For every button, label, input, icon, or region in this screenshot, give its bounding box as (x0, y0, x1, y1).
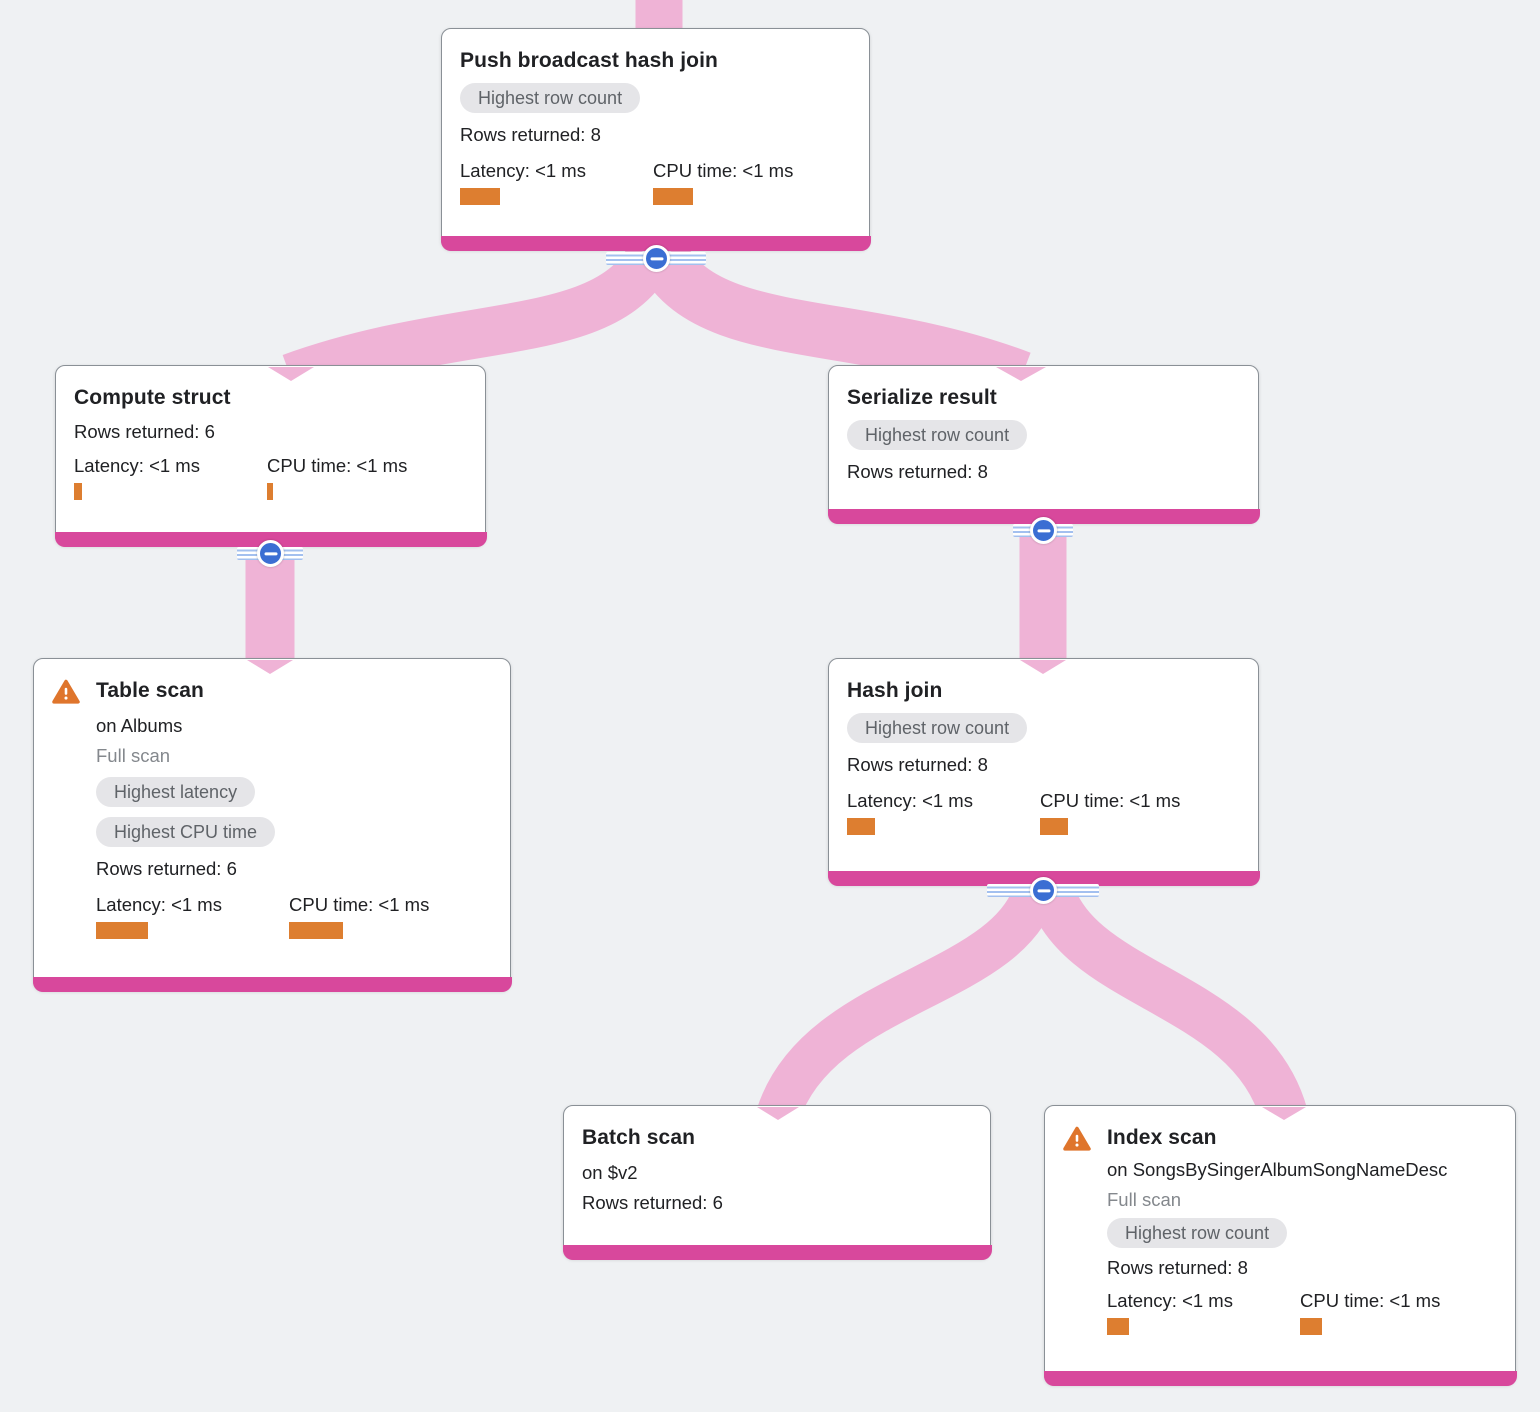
node-table-scan[interactable]: Table scan on Albums Full scan Highest l… (32, 658, 512, 992)
cpu-time-bar (1300, 1318, 1322, 1335)
latency-label: Latency: <1 ms (460, 160, 586, 181)
link-hash-join-to-batch-scan (757, 879, 1059, 1123)
scan-type-label: Full scan (1107, 1189, 1182, 1210)
link-hash-join-to-index-scan (1025, 878, 1308, 1123)
node-title: Hash join (847, 679, 943, 702)
latency-bar (847, 818, 875, 835)
latency-label: Latency: <1 ms (96, 894, 222, 915)
badge-highest-latency: Highest latency (96, 777, 256, 807)
node-title: Index scan (1107, 1126, 1217, 1149)
cpu-time-bar (267, 483, 273, 500)
warning-icon (52, 679, 80, 704)
node-accent-bar (827, 508, 1260, 524)
link-root-to-compute-struct (282, 243, 673, 402)
cpu-time-bar (289, 922, 343, 939)
badge-highest-row-count: Highest row count (847, 713, 1028, 743)
node-title: Table scan (96, 679, 204, 702)
cpu-time-label: CPU time: <1 ms (289, 894, 430, 915)
cpu-time-bar (653, 188, 693, 205)
minus-icon (264, 551, 277, 556)
rows-returned-label: Rows returned: 6 (96, 858, 237, 879)
cpu-time-label: CPU time: <1 ms (267, 455, 408, 476)
node-accent-bar (562, 1244, 992, 1260)
badge-highest-cpu-time: Highest CPU time (96, 817, 276, 847)
node-index-scan[interactable]: Index scan on SongsBySingerAlbumSongName… (1043, 1105, 1517, 1386)
node-title: Batch scan (582, 1126, 696, 1149)
cpu-time-label: CPU time: <1 ms (1300, 1290, 1441, 1311)
node-title: Push broadcast hash join (460, 49, 718, 72)
warning-icon (1063, 1126, 1091, 1151)
latency-bar (96, 922, 148, 939)
node-subtitle: on SongsBySingerAlbumSongNameDesc (1107, 1159, 1448, 1180)
cpu-time-label: CPU time: <1 ms (1040, 790, 1181, 811)
node-title: Compute struct (74, 386, 231, 409)
minus-icon (1037, 528, 1050, 533)
latency-bar (1107, 1318, 1129, 1335)
node-subtitle: on Albums (96, 715, 183, 736)
badge-highest-row-count: Highest row count (1107, 1218, 1288, 1248)
badge-highest-row-count: Highest row count (847, 420, 1028, 450)
latency-bar (74, 483, 82, 500)
collapse-button-compute-struct[interactable] (257, 540, 284, 567)
latency-label: Latency: <1 ms (847, 790, 973, 811)
rows-returned-label: Rows returned: 8 (1107, 1257, 1248, 1278)
node-accent-bar (32, 976, 512, 992)
rows-returned-label: Rows returned: 6 (582, 1192, 723, 1213)
node-hash-join[interactable]: Hash join Highest row count Rows returne… (827, 658, 1260, 886)
node-serialize-result[interactable]: Serialize result Highest row count Rows … (827, 365, 1260, 524)
badge-highest-row-count: Highest row count (460, 83, 641, 113)
collapse-button-serialize-result[interactable] (1030, 517, 1057, 544)
cpu-time-label: CPU time: <1 ms (653, 160, 794, 181)
node-compute-struct[interactable]: Compute struct Rows returned: 6 Latency:… (54, 365, 487, 547)
node-accent-bar (1043, 1370, 1517, 1386)
latency-label: Latency: <1 ms (1107, 1290, 1233, 1311)
minus-icon (1037, 888, 1050, 893)
rows-returned-label: Rows returned: 6 (74, 421, 215, 442)
node-accent-bar (54, 531, 487, 547)
rows-returned-label: Rows returned: 8 (847, 461, 988, 482)
node-title: Serialize result (847, 386, 997, 409)
rows-returned-label: Rows returned: 8 (460, 124, 601, 145)
rows-returned-label: Rows returned: 8 (847, 754, 988, 775)
node-subtitle: on $v2 (582, 1162, 638, 1183)
node-batch-scan[interactable]: Batch scan on $v2 Rows returned: 6 (562, 1105, 992, 1260)
cpu-time-bar (1040, 818, 1068, 835)
minus-icon (650, 256, 663, 261)
collapse-button-push-broadcast-hash-join[interactable] (643, 245, 670, 272)
latency-label: Latency: <1 ms (74, 455, 200, 476)
link-root-to-serialize-result (638, 242, 1031, 404)
scan-type-label: Full scan (96, 745, 171, 766)
latency-bar (460, 188, 500, 205)
node-push-broadcast-hash-join[interactable]: Push broadcast hash join Highest row cou… (440, 28, 871, 251)
collapse-button-hash-join[interactable] (1030, 877, 1057, 904)
